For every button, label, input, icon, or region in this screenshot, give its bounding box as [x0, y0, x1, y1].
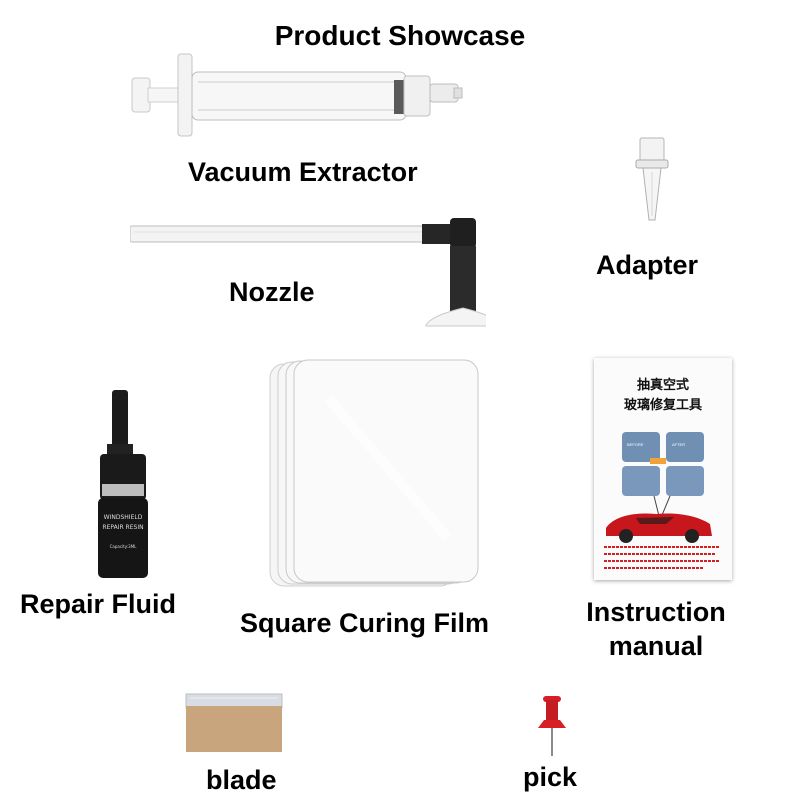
manual-warning-text [604, 544, 722, 572]
adapter-label: Adapter [596, 250, 699, 280]
blade-image [184, 692, 284, 754]
adapter-image [634, 136, 670, 226]
bottle-label-line1: WINDSHIELD [103, 514, 143, 521]
bottle-label-line3: Capacity:3ML [109, 544, 137, 549]
blade-label: blade [206, 765, 277, 795]
curing-film-image [268, 358, 480, 594]
manual-before: BEFORE [627, 442, 644, 447]
pick-image [534, 694, 570, 758]
curing-film-label: Square Curing Film [240, 608, 490, 638]
repair-fluid-label: Repair Fluid [20, 589, 177, 619]
page-title: Product Showcase [274, 20, 526, 51]
manual-after: AFTER [672, 442, 686, 447]
bottle-label-line2: REPAIR RESIN [102, 524, 144, 531]
pick-label: pick [523, 762, 578, 792]
nozzle-image [130, 212, 486, 338]
vacuum-extractor-label: Vacuum Extractor [188, 157, 418, 187]
repair-fluid-image: WINDSHIELD REPAIR RESIN Capacity:3ML [92, 388, 154, 580]
instruction-manual-label-line2: manual [608, 631, 704, 661]
manual-title-line2: 玻璃修复工具 [623, 398, 702, 413]
instruction-manual-image: 抽真空式 玻璃修复工具 BEFORE AFTER [594, 358, 732, 580]
instruction-manual-label-line1: Instruction [586, 597, 726, 627]
vacuum-extractor-image [128, 50, 468, 140]
manual-title-line1: 抽真空式 [636, 378, 689, 393]
nozzle-label: Nozzle [229, 277, 315, 307]
